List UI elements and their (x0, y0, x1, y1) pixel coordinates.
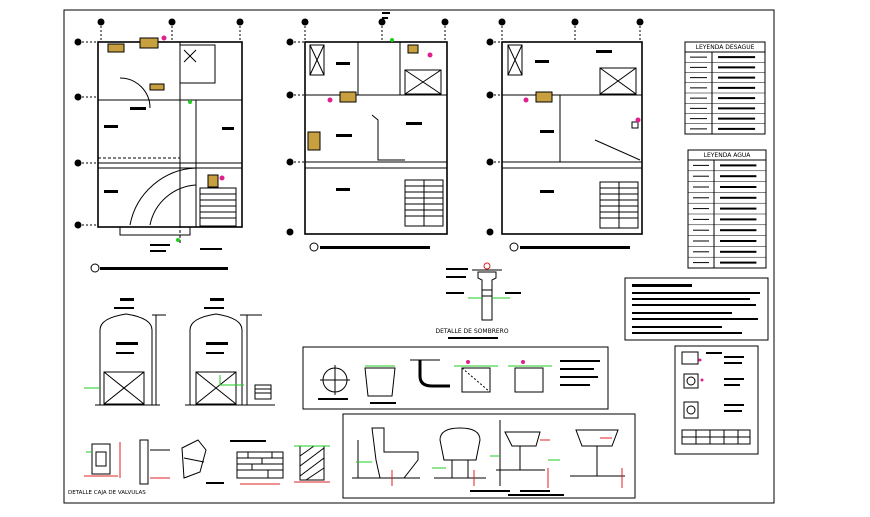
floor-plan-3 (486, 18, 644, 252)
legend-drainage-row (685, 97, 765, 104)
legend-drainage-row (685, 86, 765, 94)
legend-water-row (688, 196, 766, 204)
pipe-details (302, 346, 609, 410)
roof-cap-detail: DETALLE DE SOMBRERO (435, 262, 521, 339)
legend-drainage-row (685, 56, 765, 63)
legend-drainage-row (685, 117, 765, 124)
legend-drainage-row (685, 127, 765, 135)
legend-water-row (688, 240, 766, 247)
valve-box-details: DETALLE CAJA DE VALVULAS (68, 439, 330, 496)
valve-box-caption: DETALLE CAJA DE VALVULAS (68, 490, 146, 496)
legend-drainage: LEYENDA DESAGUE (684, 41, 766, 135)
legend-drainage-row (685, 107, 765, 114)
legend-water-title: LEYENDA AGUA (704, 152, 752, 159)
legend-water-row (688, 229, 766, 236)
legend-drainage-row (685, 76, 765, 83)
legend-water-row (688, 250, 766, 258)
legend-water-row (688, 164, 766, 172)
legend-water-row (688, 261, 766, 269)
floor-plan-2 (286, 12, 449, 252)
legend-water-row (688, 207, 766, 215)
floor-plan-1 (74, 18, 244, 273)
roof-cap-caption: DETALLE DE SOMBRERO (435, 328, 508, 335)
legend-drainage-row (685, 66, 765, 73)
legend-water-row (688, 175, 766, 182)
legend-water: LEYENDA AGUA (687, 149, 767, 269)
small-detail-box (674, 345, 759, 455)
sheet-border (63, 9, 775, 504)
legend-drainage-title: LEYENDA DESAGUE (696, 44, 755, 51)
legend-water-row (688, 186, 766, 193)
fixture-elevations (342, 413, 636, 499)
notes-box (624, 277, 769, 341)
water-tank-elevations (84, 298, 275, 406)
legend-water-row (688, 218, 766, 226)
